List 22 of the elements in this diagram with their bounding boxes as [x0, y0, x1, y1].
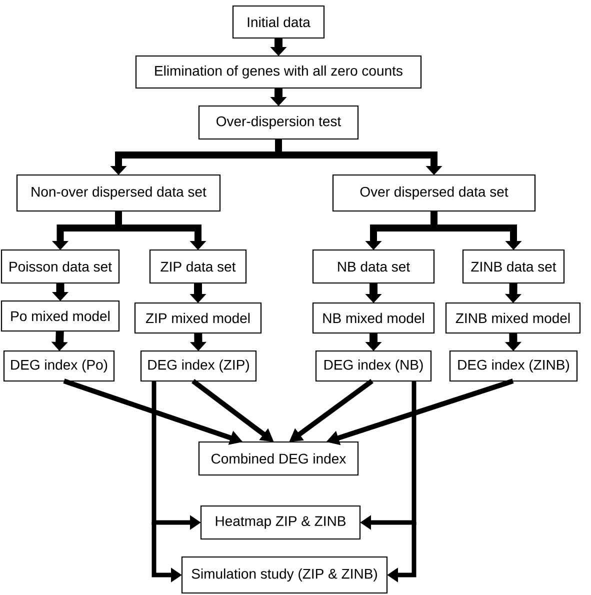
process-box: Elimination of genes with all zero counts [135, 55, 422, 89]
process-box: NB mixed model [312, 302, 435, 334]
connector-line [152, 381, 156, 522]
connector-line [412, 381, 416, 522]
process-box: Initial data [232, 5, 325, 39]
process-box: ZINB mixed model [445, 302, 581, 334]
process-box: DEG index (ZINB) [449, 350, 578, 382]
process-box: Po mixed model [0, 300, 120, 332]
process-box: NB data set [312, 249, 435, 284]
process-box: ZINB data set [462, 249, 565, 284]
process-box: ZIP mixed model [134, 302, 262, 334]
process-box: Non-over dispersed data set [16, 174, 221, 212]
process-box: DEG index (NB) [315, 350, 432, 382]
process-box: ZIP data set [149, 249, 247, 284]
process-box: Over dispersed data set [332, 174, 536, 212]
process-box: Simulation study (ZIP & ZINB) [181, 556, 388, 594]
process-box: DEG index (ZIP) [140, 350, 257, 382]
process-box: Combined DEG index [198, 441, 359, 476]
process-box: DEG index (Po) [3, 350, 115, 382]
process-box: Poisson data set [0, 249, 120, 284]
process-box: Heatmap ZIP & ZINB [200, 505, 361, 540]
process-box: Over-dispersion test [198, 105, 359, 140]
